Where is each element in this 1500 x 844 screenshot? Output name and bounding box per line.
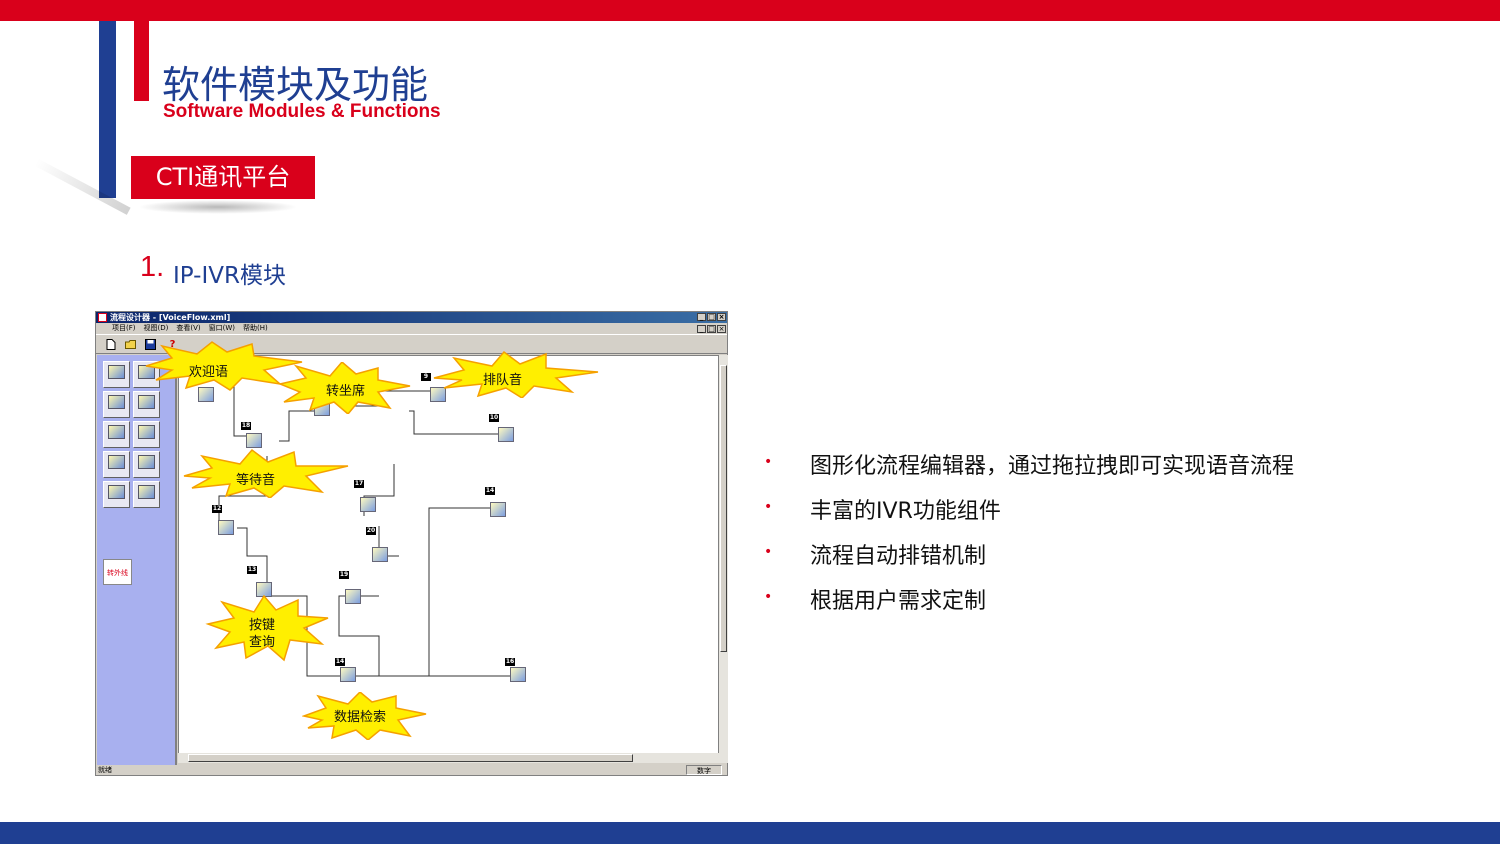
callout-key-query-burst [205, 594, 329, 662]
node-number: 14 [335, 658, 345, 666]
node-number: 10 [489, 414, 499, 422]
callout-transfer-burst [277, 362, 411, 414]
page-title: 软件模块及功能 [162, 63, 429, 107]
status-bar: 就绪 数字 [96, 765, 727, 776]
feature-text: 丰富的IVR功能组件 [810, 499, 1001, 524]
close-button[interactable]: × [717, 313, 726, 321]
palette-fax-icon[interactable] [133, 451, 160, 478]
flow-designer-window: 流程设计器 - [VoiceFlow.xml] _ □ × 项目(F) 视图(D… [95, 311, 728, 776]
section-label-shadow [138, 200, 298, 214]
bullet-dot-icon: • [764, 544, 773, 560]
flow-node[interactable] [509, 666, 529, 686]
palette-agent-icon[interactable] [103, 391, 130, 418]
item-number: 1. [140, 251, 165, 283]
node-number: 13 [247, 566, 257, 574]
flow-connectors [218, 386, 519, 677]
page-subtitle: Software Modules & Functions [163, 101, 441, 122]
palette-play-icon[interactable] [103, 361, 130, 388]
flow-node[interactable] [371, 546, 391, 566]
maximize-button[interactable]: □ [707, 313, 716, 321]
node-number: 19 [339, 571, 349, 579]
status-ready: 就绪 [98, 766, 112, 774]
palette-queue-icon[interactable] [133, 481, 160, 508]
vertical-scrollbar[interactable] [719, 355, 728, 763]
minimize-button[interactable]: _ [697, 313, 706, 321]
menu-view[interactable]: 视图(D) [143, 324, 169, 332]
toolbar: ? [96, 334, 727, 354]
menu-project[interactable]: 项目(F) [112, 324, 136, 332]
bullet-dot-icon: • [764, 499, 773, 515]
section-label: CTI通讯平台 [131, 156, 315, 199]
bottom-blue-bar [0, 822, 1500, 844]
decor-red-stripe [134, 21, 149, 101]
callout-data-search: 数据检索 [334, 710, 387, 725]
callout-transfer: 转坐席 [326, 384, 366, 399]
palette-list-icon[interactable] [103, 451, 130, 478]
feature-text: 流程自动排错机制 [810, 544, 987, 569]
bullet-dot-icon: • [764, 454, 773, 470]
feature-text: 根据用户需求定制 [810, 589, 987, 614]
callout-key-query-line2: 查询 [249, 635, 276, 650]
feature-text: 图形化流程编辑器，通过拖拉拽即可实现语音流程 [810, 454, 1295, 479]
flow-node[interactable] [217, 519, 237, 539]
node-number: 12 [212, 505, 222, 513]
decor-shadow [34, 158, 131, 215]
flow-node[interactable] [497, 426, 517, 446]
flow-node[interactable] [344, 588, 364, 608]
callout-key-query-line1: 按键 [249, 618, 276, 633]
node-number: 17 [354, 480, 364, 488]
help-icon[interactable]: ? [169, 339, 176, 350]
callout-welcome: 欢迎语 [189, 365, 229, 380]
app-icon [98, 313, 107, 322]
item-heading: IP-IVR模块 [173, 263, 286, 289]
palette-keypad-icon[interactable] [103, 421, 130, 448]
flow-node[interactable] [197, 386, 217, 406]
flow-node[interactable] [339, 666, 359, 686]
vertical-scroll-thumb[interactable] [720, 365, 727, 652]
doc-maximize-button[interactable]: □ [707, 325, 716, 333]
doc-minimize-button[interactable]: _ [697, 325, 706, 333]
app-title-text: 流程设计器 - [VoiceFlow.xml] [110, 313, 231, 322]
node-number: 18 [241, 422, 251, 430]
horizontal-scrollbar[interactable] [178, 753, 719, 763]
menu-bar: 项目(F) 视图(D) 查看(V) 窗口(W) 帮助(H) [96, 323, 727, 334]
top-red-bar [0, 0, 1500, 21]
app-titlebar: 流程设计器 - [VoiceFlow.xml] _ □ × [96, 312, 727, 323]
component-palette: 转外线 [97, 355, 177, 765]
palette-database-icon[interactable] [133, 391, 160, 418]
decor-blue-stripe [99, 21, 116, 198]
palette-branch-icon[interactable] [103, 481, 130, 508]
callout-queue: 排队音 [483, 373, 523, 388]
flow-node[interactable] [489, 501, 509, 521]
save-icon[interactable] [145, 339, 156, 350]
menu-look[interactable]: 查看(V) [176, 324, 201, 332]
doc-close-button[interactable]: × [717, 325, 726, 333]
menu-window[interactable]: 窗口(W) [208, 324, 236, 332]
flow-node[interactable] [429, 386, 449, 406]
open-folder-icon[interactable] [125, 339, 136, 350]
callout-data-search-burst [302, 692, 427, 740]
palette-computer-icon[interactable] [133, 421, 160, 448]
node-number: 9 [421, 373, 431, 381]
callout-welcome-burst [145, 341, 303, 391]
node-number: 14 [485, 487, 495, 495]
bullet-dot-icon: • [764, 589, 773, 605]
flow-node[interactable] [359, 496, 379, 516]
node-number: 20 [366, 527, 376, 535]
horizontal-scroll-thumb[interactable] [188, 754, 633, 762]
flow-canvas[interactable]: 18 9 10 17 20 19 12 13 14 14 16 [178, 355, 719, 763]
flow-node[interactable] [245, 432, 265, 452]
callout-waiting: 等待音 [236, 473, 276, 488]
new-file-icon[interactable] [105, 339, 116, 350]
status-numlock: 数字 [686, 765, 722, 775]
callout-waiting-burst [183, 448, 349, 498]
palette-external-line-button[interactable]: 转外线 [103, 559, 132, 585]
callout-queue-burst [433, 350, 599, 398]
node-number: 16 [505, 658, 515, 666]
menu-help[interactable]: 帮助(H) [243, 324, 268, 332]
